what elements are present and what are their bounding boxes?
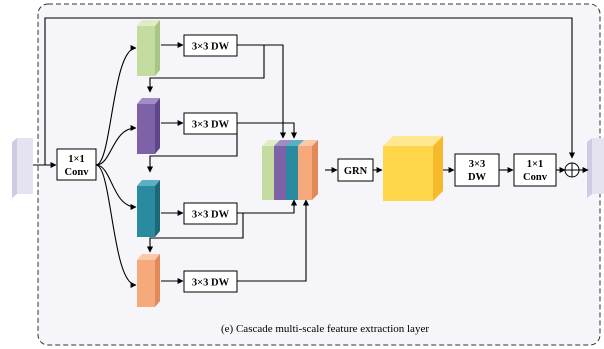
conv-out-line2: Conv bbox=[523, 172, 548, 183]
dw-block-1-label: 3×3 DW bbox=[192, 42, 230, 53]
dw-block-4-label: 3×3 DW bbox=[192, 278, 230, 289]
outer-frame bbox=[37, 3, 601, 346]
add-operator-icon bbox=[564, 162, 580, 178]
grn-output-cube bbox=[383, 136, 443, 201]
branch-tensor-orange bbox=[137, 254, 160, 307]
branch-tensor-green bbox=[137, 20, 160, 76]
conv-in-line1: 1×1 bbox=[68, 154, 84, 165]
dw-block-4: 3×3 DW bbox=[183, 270, 238, 293]
dw-block-1: 3×3 DW bbox=[183, 34, 238, 57]
concat-tensor-stack bbox=[262, 140, 318, 200]
connections bbox=[33, 17, 589, 288]
dw-block-3-label: 3×3 DW bbox=[192, 210, 230, 221]
input-tensor bbox=[12, 138, 33, 198]
branch-tensor-purple bbox=[137, 98, 160, 154]
grn-label: GRN bbox=[344, 166, 368, 177]
dw-block-2-label: 3×3 DW bbox=[192, 120, 230, 131]
output-tensor bbox=[587, 138, 604, 198]
dw-block-3: 3×3 DW bbox=[183, 202, 238, 225]
conv-in-block: 1×1 Conv bbox=[56, 148, 97, 181]
conv-in-line2: Conv bbox=[65, 167, 90, 178]
dw-out-line2: DW bbox=[468, 172, 487, 183]
dw-out-line1: 3×3 bbox=[469, 159, 485, 170]
branch-tensor-teal bbox=[137, 180, 160, 237]
figure-caption: (e) Cascade multi-scale feature extracti… bbox=[221, 323, 429, 335]
conv-out-line1: 1×1 bbox=[527, 159, 543, 170]
dw-block-2: 3×3 DW bbox=[183, 112, 238, 135]
conv-out-block: 1×1 Conv bbox=[513, 153, 557, 187]
dw-out-block: 3×3 DW bbox=[454, 153, 500, 187]
grn-block: GRN bbox=[337, 158, 374, 182]
